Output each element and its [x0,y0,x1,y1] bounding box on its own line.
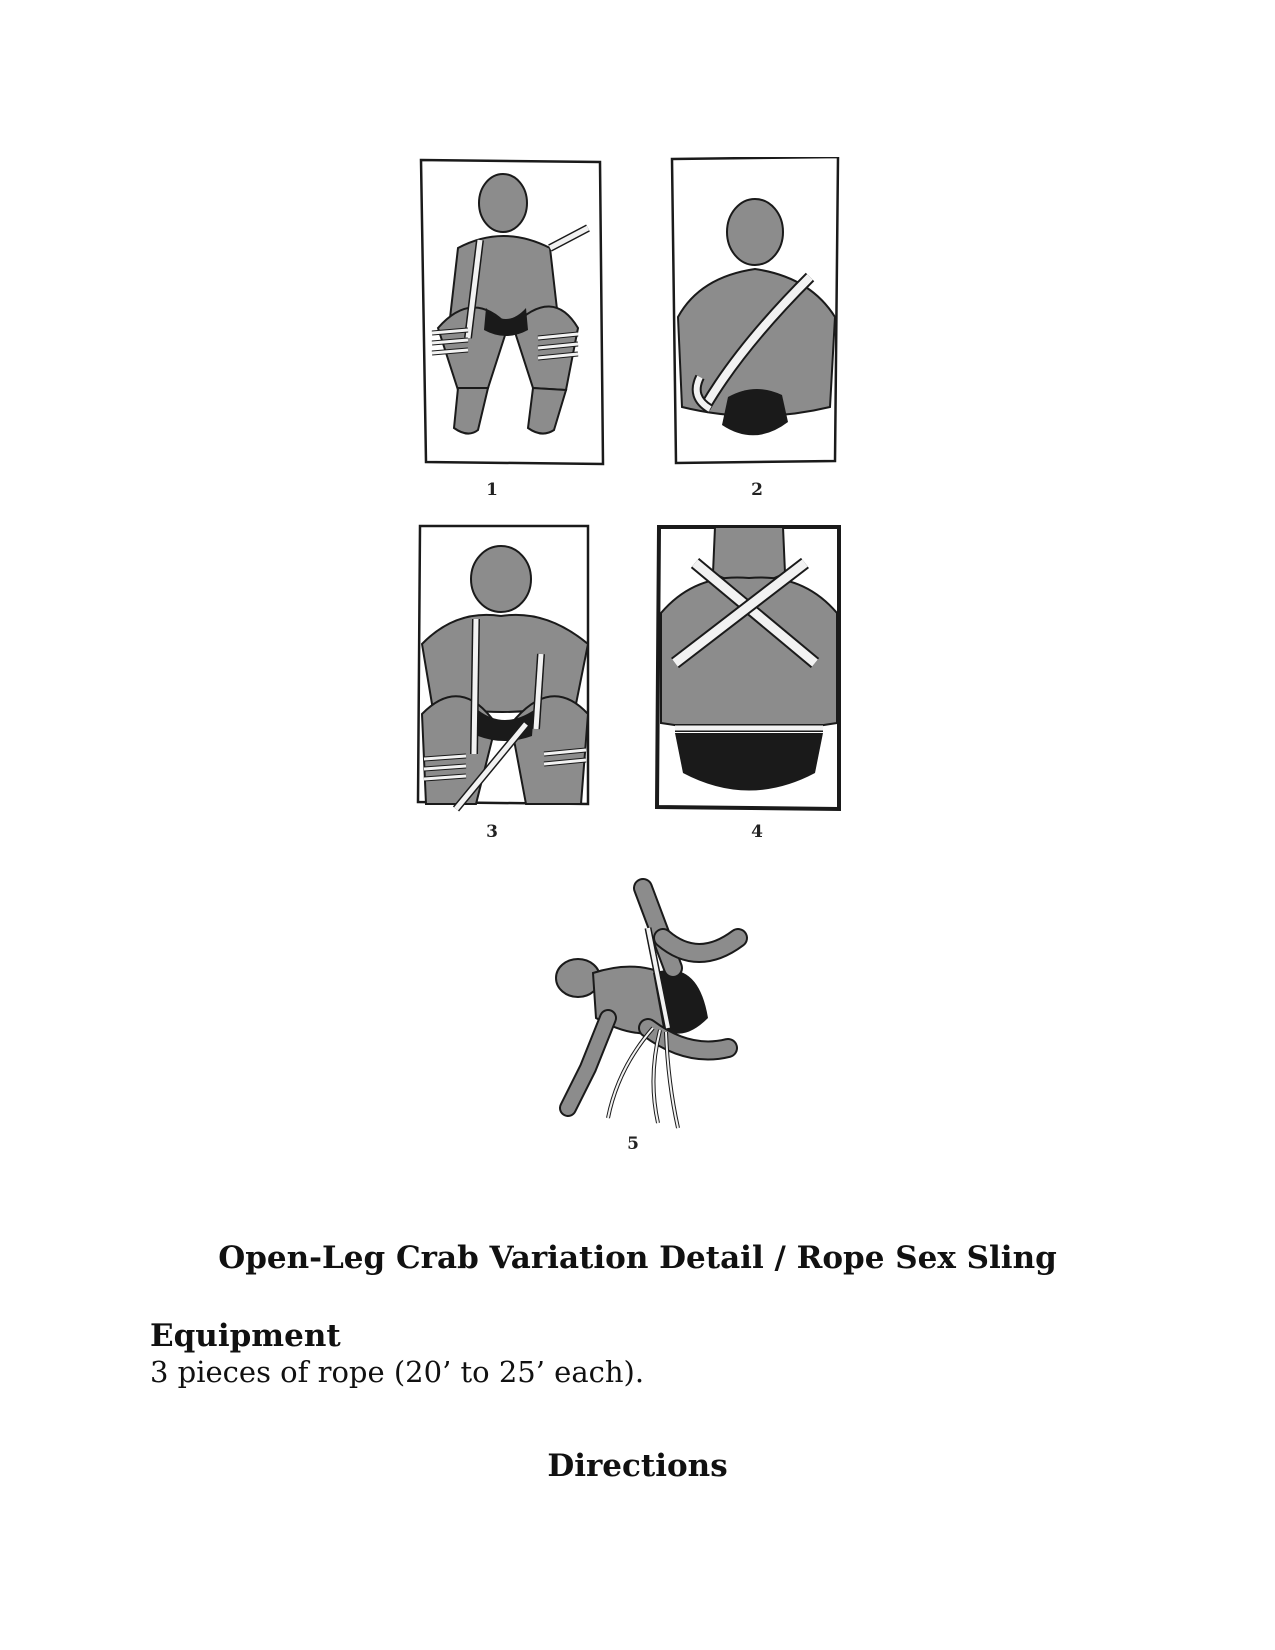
illustration-2-label: 2 [737,480,777,500]
illustration-3 [416,524,596,814]
illustration-5-label: 5 [613,1134,653,1154]
equipment-text: 3 pieces of rope (20’ to 25’ each). [150,1355,644,1389]
directions-heading: Directions [0,1448,1275,1484]
illustration-4-label: 4 [737,822,777,842]
illustration-3-label: 3 [472,822,512,842]
page-title: Open-Leg Crab Variation Detail / Rope Se… [0,1240,1275,1276]
equipment-heading: Equipment [150,1318,341,1354]
illustration-1 [418,158,608,468]
illustration-5 [548,868,758,1138]
illustration-4 [655,523,843,815]
illustration-2 [670,157,842,467]
illustration-1-label: 1 [472,480,512,500]
